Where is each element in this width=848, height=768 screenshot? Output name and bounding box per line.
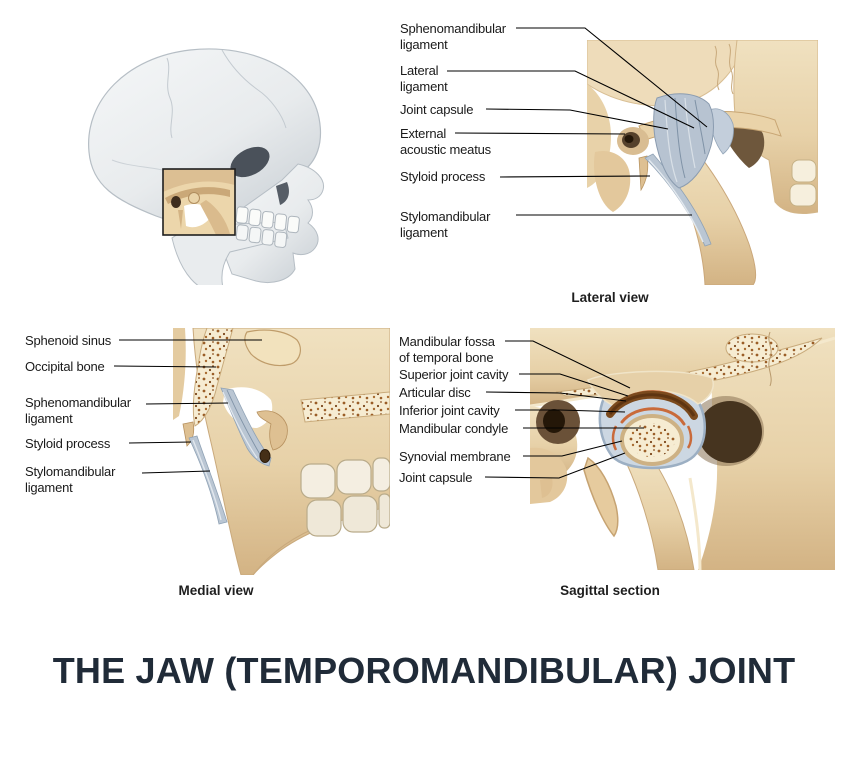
caption-medial-view: Medial view [178,583,254,598]
label-stylomandibular-ligament-medial: Stylomandibular ligament [25,464,116,495]
tmj-joint-complex [587,370,714,470]
occipital-bone-section [192,328,234,427]
label-styloid-process-medial: Styloid process [25,436,111,451]
tmj-highlight-box [162,168,236,236]
ear-canal [543,409,565,433]
sagittal-section-illustration [530,328,835,570]
lateral-view-illustration [587,40,818,285]
label-articular-disc: Articular disc [399,385,471,400]
page-title: THE JAW (TEMPOROMANDIBULAR) JOINT [52,650,796,691]
occipital-edge [173,328,186,420]
label-occipital-bone: Occipital bone [25,359,105,374]
palate-section [300,391,390,423]
mandible-ramus [625,451,695,570]
spongy-patch [725,333,779,363]
suture-line [768,331,772,387]
label-external-acoustic-meatus: External acoustic meatus [400,126,491,157]
inferior-joint-cavity [620,407,686,426]
mastoid-process [593,150,631,212]
pterygoid-process [256,410,288,451]
skull-lateral-drawing [88,48,325,285]
styloid-process [638,155,649,192]
caption-lateral-view: Lateral view [571,290,649,305]
medial-view-illustration [173,328,390,575]
teeth [300,457,390,537]
styloid-process [583,456,619,538]
medial-bones [173,328,390,575]
label-stylomandibular-ligament-lateral: Stylomandibular ligament [400,209,491,240]
teeth [235,206,300,248]
upper-molar [791,159,817,183]
label-mandibular-condyle: Mandibular condyle [399,421,509,436]
label-styloid-process-lateral: Styloid process [400,169,486,184]
label-joint-capsule-lateral: Joint capsule [400,102,474,117]
label-mandibular-fossa: Mandibular fossa of temporal bone [399,334,495,365]
mandibular-foramen [259,449,271,463]
infratemporal-opening [698,401,762,463]
sphenoid-sinus-area [244,329,301,367]
skull-overview-illustration [88,48,325,285]
eye-socket [230,146,270,178]
label-joint-capsule-sagittal: Joint capsule [399,470,473,485]
label-superior-joint-cavity: Superior joint cavity [399,367,509,382]
medial-ligaments [188,387,272,525]
label-sphenomandibular-ligament-medial: Sphenomandibular ligament [25,395,131,426]
sphenomandibular-ligament-fan [220,387,272,467]
nasal-aperture [276,182,289,205]
lower-molar [789,183,817,207]
label-sphenoid-sinus: Sphenoid sinus [25,333,112,348]
label-lateral-ligament: Lateral ligament [400,63,448,94]
label-sphenomandibular-ligament-lateral: Sphenomandibular ligament [400,21,506,52]
caption-sagittal-section: Sagittal section [560,583,660,598]
label-inferior-joint-cavity: Inferior joint cavity [399,403,500,418]
label-synovial-membrane: Synovial membrane [399,449,511,464]
